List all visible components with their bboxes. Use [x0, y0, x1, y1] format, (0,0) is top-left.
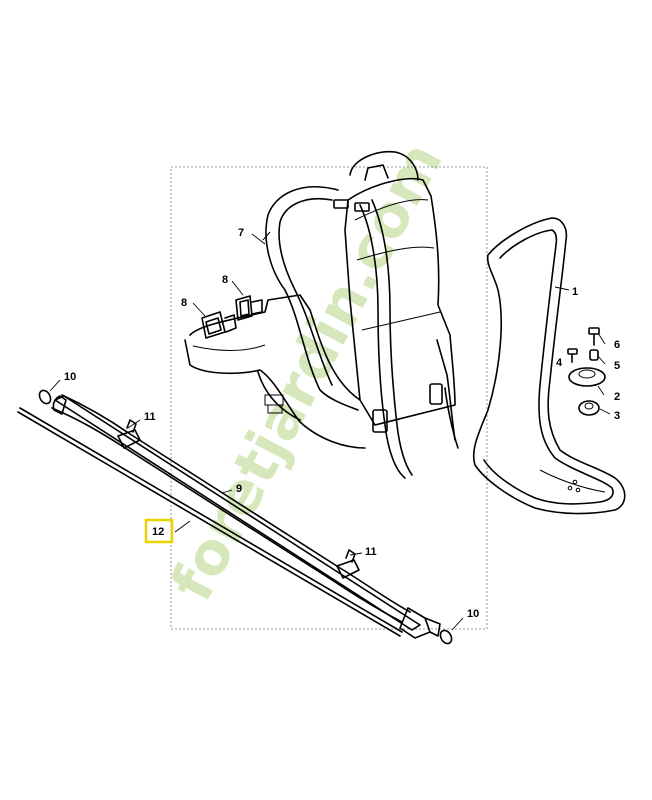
callout-10-top: 10 [64, 371, 76, 383]
assembly-frame [170, 166, 488, 630]
watermark: foretjardin.com [157, 131, 455, 611]
back-frame [472, 217, 626, 515]
callout-2: 2 [614, 391, 620, 403]
drive-tube [51, 394, 441, 639]
highlight-box [144, 518, 174, 544]
callout-11-bottom: 11 [365, 546, 377, 558]
watermark-text: foretjardin.com [157, 131, 455, 611]
callout-6: 6 [614, 339, 620, 351]
callout-10-bottom: 10 [467, 608, 479, 620]
callout-4: 4 [556, 357, 563, 369]
callout-3: 3 [614, 410, 620, 422]
o-rings [38, 389, 453, 645]
callout-9: 9 [236, 483, 242, 495]
callout-11-top: 11 [144, 411, 156, 423]
callout-5: 5 [614, 360, 620, 372]
callout-8-bottom: 8 [181, 297, 187, 309]
callout-1: 1 [572, 286, 578, 298]
leader-lines [49, 233, 611, 631]
flex-shaft [17, 407, 403, 637]
callout-7: 7 [238, 227, 244, 239]
callout-8-top: 8 [222, 274, 228, 286]
backpack-harness [184, 150, 459, 479]
callout-12: 12 [152, 526, 164, 538]
buckle-parts [201, 295, 263, 339]
hardware-parts [567, 327, 606, 416]
